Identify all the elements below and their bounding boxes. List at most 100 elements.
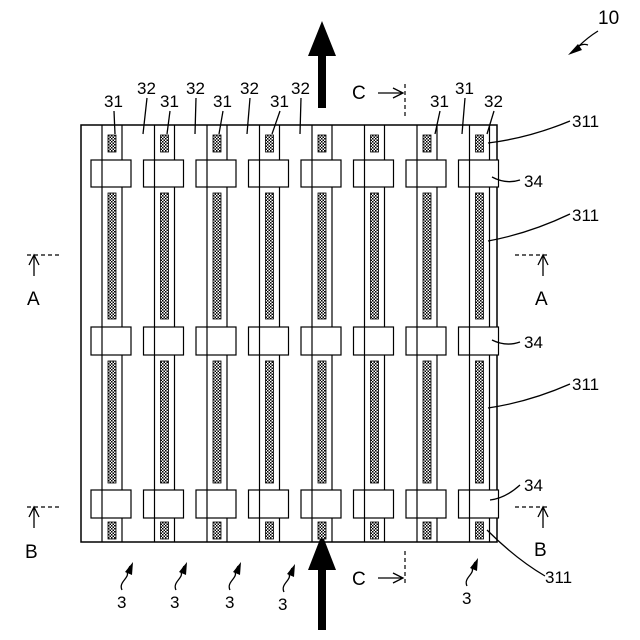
- strip-311: [161, 361, 169, 483]
- pad-34: [354, 327, 394, 355]
- pad-34: [91, 327, 131, 355]
- strip-311: [476, 522, 484, 539]
- top-ref-label: 32: [137, 79, 156, 98]
- pad-34: [144, 490, 184, 518]
- strip-311: [318, 522, 326, 539]
- section-label-c-bottom: C: [352, 569, 366, 590]
- strip-311: [423, 135, 431, 152]
- leader-line: [300, 98, 301, 134]
- right-ref-label: 34: [524, 333, 543, 352]
- pad-34: [249, 490, 289, 518]
- pad-34: [301, 160, 341, 187]
- leader-line: [114, 111, 115, 134]
- right-ref-label: 311: [572, 375, 599, 394]
- section-label-a-left: A: [27, 289, 40, 310]
- strip-311: [371, 361, 379, 483]
- strip-311: [423, 193, 431, 319]
- top-ref-label: 31: [104, 92, 123, 111]
- pad-34: [91, 490, 131, 518]
- strip-311: [318, 135, 326, 152]
- leader-line: [247, 98, 250, 134]
- strip-311: [108, 135, 116, 152]
- strip-311: [371, 522, 379, 539]
- flow-arrow-top: [308, 21, 336, 108]
- pad-34: [459, 490, 499, 518]
- strip-311: [476, 361, 484, 483]
- strip-311: [108, 522, 116, 539]
- section-label-c-top: C: [352, 83, 366, 104]
- top-ref-label: 31: [430, 92, 449, 111]
- pad-34: [249, 327, 289, 355]
- strip-311: [266, 522, 274, 539]
- leader-line: [219, 111, 223, 134]
- top-ref-label: 32: [240, 79, 259, 98]
- strip-311: [423, 522, 431, 539]
- section-marker-c-top: C: [352, 83, 405, 118]
- pad-34: [91, 160, 131, 187]
- right-ref-label: 311: [572, 112, 599, 131]
- column-group: [91, 125, 499, 542]
- section-label-a-right: A: [535, 289, 548, 310]
- top-ref-label: 31: [270, 92, 289, 111]
- top-ref-label: 32: [484, 92, 503, 111]
- leader-line: [167, 111, 170, 134]
- top-ref-label: 31: [213, 92, 232, 111]
- section-marker-b-left: B: [25, 507, 61, 563]
- right-ref-label: 311: [572, 206, 599, 225]
- leader-line: [195, 98, 196, 134]
- section-marker-a-left: A: [27, 255, 61, 310]
- leader-line: [488, 214, 570, 241]
- pad-34: [301, 327, 341, 355]
- strip-311: [476, 135, 484, 152]
- strip-311: [161, 135, 169, 152]
- bottom-ref-label: 3: [462, 589, 471, 608]
- bottom-reference-labels: 33333: [117, 558, 478, 614]
- strip-311: [266, 193, 274, 319]
- leader-line: [488, 121, 570, 143]
- strip-311: [108, 361, 116, 483]
- strip-311: [161, 193, 169, 319]
- strip-311: [371, 135, 379, 152]
- pad-34: [249, 160, 289, 187]
- column-unit: [91, 125, 131, 542]
- pad-34: [459, 160, 499, 187]
- right-ref-label: 311: [545, 568, 572, 587]
- strip-311: [423, 361, 431, 483]
- leader-line: [487, 111, 494, 134]
- pad-34: [354, 160, 394, 187]
- squiggle-arrowhead: [287, 564, 295, 577]
- strip-311: [161, 522, 169, 539]
- pad-34: [406, 327, 446, 355]
- squiggle-arrowhead: [233, 562, 241, 575]
- column-unit: [144, 125, 184, 542]
- figure-number: 10: [598, 8, 619, 29]
- column-unit: [354, 125, 394, 542]
- strip-311: [213, 361, 221, 483]
- strip-311: [318, 193, 326, 319]
- bottom-ref-label: 3: [117, 593, 126, 612]
- pad-34: [144, 327, 184, 355]
- column-unit: [301, 125, 341, 542]
- column-unit: [196, 125, 236, 542]
- bottom-ref-label: 3: [278, 595, 287, 614]
- strip-311: [476, 193, 484, 319]
- section-label-b-left: B: [25, 542, 38, 563]
- right-ref-label: 34: [524, 172, 543, 191]
- bottom-ref-label: 3: [225, 593, 234, 612]
- squiggle-arrowhead: [179, 562, 187, 575]
- top-ref-label: 32: [291, 79, 310, 98]
- top-ref-label: 31: [455, 79, 474, 98]
- pad-34: [459, 327, 499, 355]
- strip-311: [266, 135, 274, 152]
- strip-311: [318, 361, 326, 483]
- leader-line: [143, 98, 147, 134]
- strip-311: [266, 361, 274, 483]
- strip-311: [213, 193, 221, 319]
- top-ref-label: 31: [160, 92, 179, 111]
- pad-34: [196, 490, 236, 518]
- column-unit: [459, 125, 499, 542]
- figure-ref-arrow: [568, 31, 598, 55]
- strip-311: [108, 193, 116, 319]
- top-ref-label: 32: [186, 79, 205, 98]
- pad-34: [196, 327, 236, 355]
